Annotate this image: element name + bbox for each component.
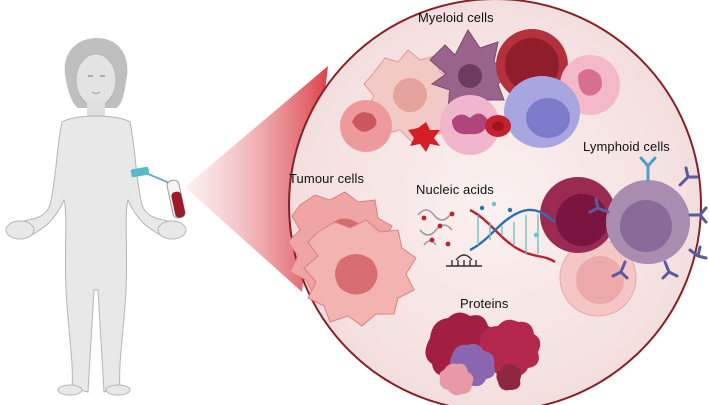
myeloid-cells-label: Myeloid cells — [418, 10, 494, 25]
tumour-cell-cluster — [287, 191, 417, 327]
antibody-icon — [588, 156, 708, 280]
protein-icon — [425, 312, 541, 396]
dna-icon — [417, 201, 556, 267]
nucleic-acids-label: Nucleic acids — [416, 182, 494, 197]
lymphoid-cell-cluster — [540, 156, 708, 317]
myeloid-cell-cluster — [340, 29, 620, 155]
blood-tube-icon — [130, 166, 186, 219]
lymphoid-cells-label: Lymphoid cells — [583, 139, 670, 154]
human-figure-icon — [5, 38, 187, 396]
proteins-label: Proteins — [460, 296, 509, 311]
tumour-cells-label: Tumour cells — [289, 171, 365, 186]
